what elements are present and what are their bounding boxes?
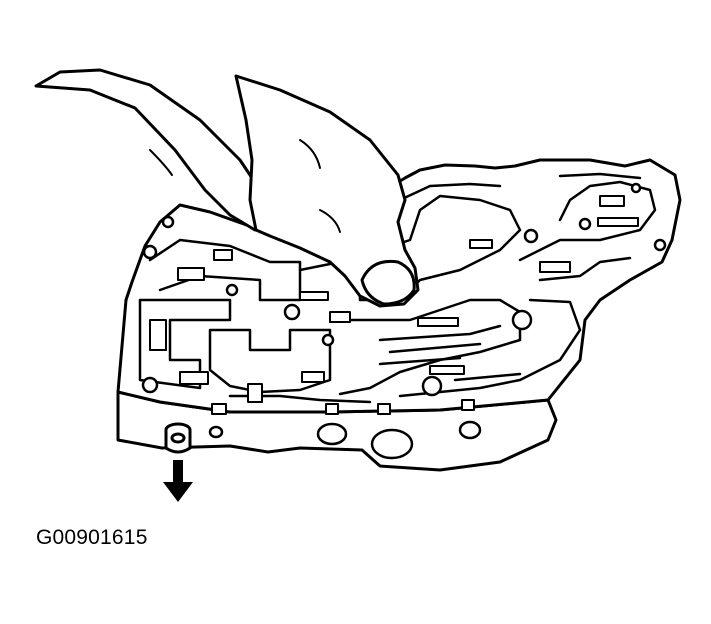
down-arrow-icon	[163, 460, 193, 502]
front-edge-tabs	[211, 399, 475, 415]
front-face-openings	[208, 420, 482, 460]
bolt-holes	[141, 182, 667, 397]
hand-illustration	[34, 68, 420, 308]
hand-thumb	[234, 74, 420, 308]
thumbnail	[360, 259, 416, 306]
figure-code: G00901615	[36, 526, 148, 549]
plate-slots	[149, 195, 639, 403]
check-ball-plug	[164, 422, 192, 454]
hand-index-finger	[34, 68, 270, 232]
